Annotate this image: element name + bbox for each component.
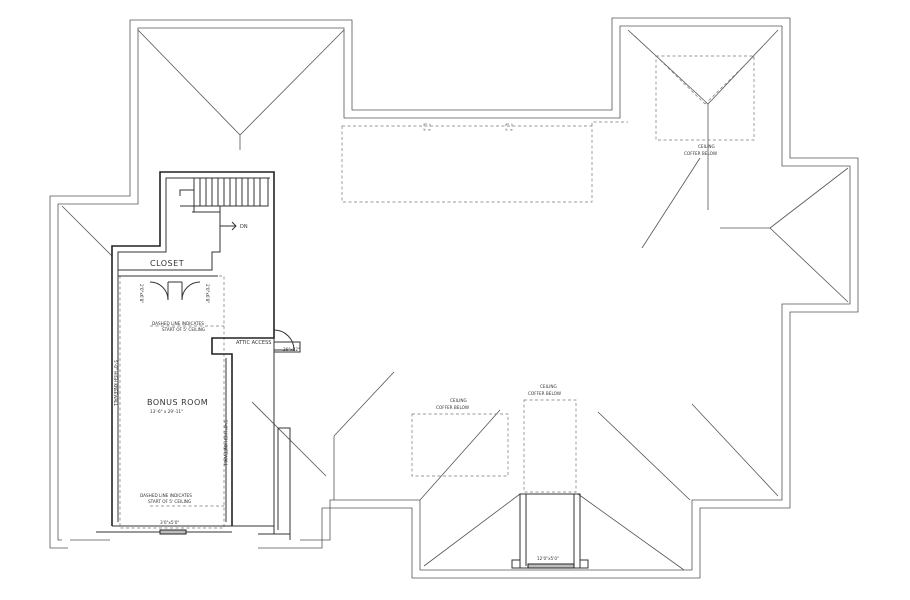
- coffer-top-line1: CEILING: [698, 144, 715, 149]
- coffer-left-line2: COFFER BELOW: [436, 405, 469, 410]
- roof-outline: [49, 17, 859, 579]
- windows: [159, 493, 589, 569]
- bonus-room-label: BONUS ROOM: [147, 398, 208, 407]
- kneewall-left: 5'-0" HIGH KNEEWALL: [113, 360, 118, 407]
- dashed-note-top-2: START OF 5' CEILING: [162, 327, 205, 332]
- window-bottom: [159, 529, 187, 535]
- labels: CLOSET BONUS ROOM 13'-6" x 29'-11" ATTIC…: [113, 144, 717, 561]
- closet-door-right-size: 2'0"x6'8": [205, 284, 210, 303]
- attic-access: [273, 329, 301, 353]
- roof-ridges: [61, 29, 849, 571]
- interior-walls: [96, 171, 291, 540]
- stair: [179, 177, 269, 231]
- ceiling-coffer-left: [411, 413, 509, 477]
- attic-access-size: 26"x32": [283, 347, 300, 352]
- dashed-note-top-1: DASHED LINE INDICATES: [152, 321, 204, 326]
- dashed-note-bottom-2: START OF 5' CEILING: [148, 499, 191, 504]
- stair-dn-label: DN: [240, 224, 248, 230]
- kneewall-right: 5'-0" HIGH KNEEWALL: [223, 420, 228, 467]
- closet-door-left-size: 2'0"x6'8": [139, 284, 144, 303]
- bonus-room-dims: 13'-6" x 29'-11": [150, 409, 183, 414]
- coffer-mid-line1: CEILING: [540, 384, 557, 389]
- window-garage-size: 12'0"x5'0": [537, 556, 559, 561]
- dashed-outlines: [119, 55, 755, 529]
- coffer-mid-line2: COFFER BELOW: [528, 391, 561, 396]
- dashed-note-bottom-1: DASHED LINE INDICATES: [140, 493, 192, 498]
- closet-label: CLOSET: [150, 259, 184, 268]
- coffer-top-line2: COFFER BELOW: [684, 151, 717, 156]
- ceiling-coffer-top: [655, 55, 755, 141]
- attic-access-label: ATTIC ACCESS: [236, 340, 271, 346]
- coffer-left-line1: CEILING: [450, 398, 467, 403]
- window-bottom-size: 3'0"x5'0": [160, 520, 179, 525]
- window-garage: [527, 563, 575, 569]
- closet-doors: [149, 281, 201, 301]
- ceiling-coffer-mid: [523, 399, 577, 493]
